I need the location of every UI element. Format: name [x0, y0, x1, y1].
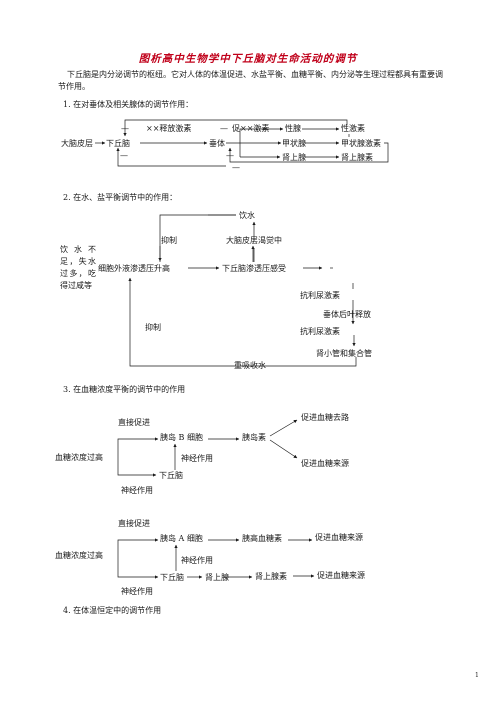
kidney-tubule-label: 肾小管和集合管: [316, 349, 372, 358]
osmo-up-label: 细胞外液渗透压升高: [98, 264, 170, 273]
drink-label: 饮水: [239, 211, 255, 220]
section2-heading: 2. 在水、盐平衡调节中的作用：: [63, 193, 178, 202]
neural-action-label: 神经作用: [121, 486, 153, 495]
reabsorb-label: 重吸收水: [234, 361, 266, 370]
minus-sign: —: [232, 163, 240, 172]
inhibit-label: 抑制: [145, 323, 161, 332]
pituitary-label: 垂体: [209, 139, 225, 148]
hypothalamus-label: 下丘脑: [106, 139, 130, 148]
intro-paragraph: 下丘脑是内分泌调节的枢纽。它对人体的体温促进、水盐平衡、血糖平衡、内分泌等生理过…: [58, 70, 443, 91]
neural-action-label: 神经作用: [181, 454, 213, 463]
outcome-label: 促进血糖来源: [315, 533, 363, 542]
neural-action-label: 神经作用: [181, 556, 213, 565]
cortex-label: 大脑皮层: [61, 139, 93, 148]
cause-label: 饮水不足，失水过多，吃得过咸等: [60, 245, 96, 290]
page-title: 图析高中生物学中下丘脑对生命活动的调节: [138, 53, 358, 65]
outcome-label: 促进血糖来源: [301, 459, 349, 468]
minus-sign: —: [120, 151, 128, 160]
insulin-label: 胰岛素: [242, 433, 266, 442]
islet-b-label: 胰岛 B 细胞: [160, 433, 203, 442]
inhibit-label: 抑制: [161, 236, 177, 245]
page-number: 1: [475, 672, 479, 679]
adh-label: 抗利尿激素: [300, 327, 340, 336]
section1-heading: 1. 在对垂体及相关腺体的调节作用：: [63, 100, 194, 109]
adrenal-label: 肾上腺: [205, 573, 229, 582]
direct-promote-label: 直接促进: [118, 418, 150, 427]
direct-promote-label: 直接促进: [118, 519, 150, 528]
islet-a-label: 胰岛 A 细胞: [160, 534, 203, 543]
gland-adrenal-hormone: 肾上腺素: [341, 153, 373, 162]
hypothalamus-label: 下丘脑: [159, 471, 183, 480]
glucose-high-label: 血糖浓度过高: [55, 453, 103, 462]
posterior-pituitary-label: 垂体后叶释放: [323, 310, 371, 319]
outcome-label: 促进血糖去路: [301, 413, 349, 422]
glucose-high-label: 血糖浓度过高: [55, 551, 103, 560]
section3-heading: 3. 在血糖浓度平衡的调节中的作用: [63, 385, 186, 394]
gland-gonad-hormone: 性激素: [341, 124, 365, 133]
gland-thyroid: 甲状腺: [282, 139, 306, 148]
neural-action-label: 神经作用: [121, 587, 153, 596]
release-hormone-label: ××释放激素: [146, 124, 192, 133]
stim-hormone-label: 促××激素: [232, 124, 270, 133]
osmoreceptor-label: 下丘脑渗透压感受: [222, 264, 286, 273]
section4-heading: 4. 在体温恒定中的调节作用: [63, 606, 162, 615]
adh-label: 抗利尿激素: [300, 291, 340, 300]
hypothalamus-label: 下丘脑: [160, 573, 184, 582]
gland-thyroid-hormone: 甲状腺激素: [341, 139, 381, 148]
outcome-label: 促进血糖来源: [317, 571, 365, 580]
gland-adrenal: 肾上腺: [282, 153, 306, 162]
glucagon-label: 胰高血糖素: [242, 534, 282, 543]
adrenaline-label: 肾上腺素: [255, 572, 287, 581]
minus-sign: —: [220, 124, 228, 133]
gland-gonad: 性腺: [285, 124, 301, 133]
